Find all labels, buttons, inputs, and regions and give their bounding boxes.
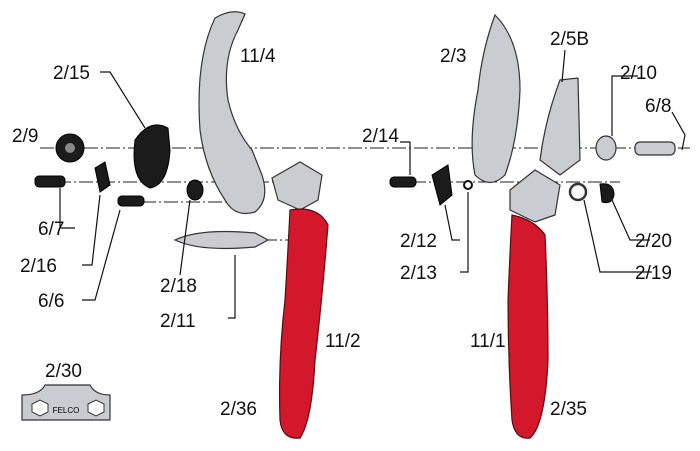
- leader-2-5B: [561, 49, 566, 83]
- label-2-20: 2/20: [635, 231, 672, 252]
- label-2-35: 2/35: [550, 399, 587, 420]
- right-anvil-head: [509, 169, 561, 223]
- left-anvil-head: [271, 161, 323, 211]
- label-2-5B: 2/5B: [550, 29, 589, 50]
- label-2-10: 2/10: [620, 63, 657, 84]
- left-handle-2-36: [278, 208, 329, 439]
- leader-2-13: [460, 192, 469, 273]
- leader-2-19: [583, 199, 652, 273]
- spring-catch-2-16: [94, 161, 111, 193]
- bushing-2-10: [595, 135, 617, 161]
- leader-2-12: [444, 204, 460, 241]
- wrench-hex-left: [31, 399, 49, 417]
- bolt-6-8: [634, 141, 676, 156]
- leader-2-16: [82, 194, 101, 266]
- leader-2-18: [179, 199, 191, 276]
- label-2-18: 2/18: [160, 276, 197, 297]
- leader-2-20: [611, 199, 650, 241]
- label-6-6: 6/6: [38, 291, 64, 312]
- leader-2-15: [100, 71, 146, 129]
- nut-2-20: [599, 183, 615, 204]
- label-2-16: 2/16: [20, 256, 57, 277]
- label-2-13: 2/13: [400, 263, 437, 284]
- label-2-3: 2/3: [440, 46, 466, 67]
- label-2-15: 2/15: [53, 63, 90, 84]
- label-2-9: 2/9: [12, 126, 38, 147]
- wrench-logo: FELCO: [53, 406, 80, 415]
- upper-blade-11-4: [198, 11, 266, 215]
- blade-2-3: [471, 13, 521, 184]
- wrench-hex-right: [87, 399, 105, 417]
- label-11-4: 11/4: [240, 46, 276, 67]
- right-handle-2-35: [507, 214, 549, 439]
- spring-2-11: [173, 230, 270, 250]
- anvil-2-5B: [539, 77, 581, 176]
- wheel-hub: [65, 143, 75, 153]
- label-2-14: 2/14: [362, 126, 399, 147]
- bolt-2-14: [389, 176, 417, 188]
- leader-2-10: [611, 75, 638, 136]
- label-2-12: 2/12: [400, 231, 437, 252]
- label-6-7: 6/7: [38, 219, 64, 240]
- label-6-8: 6/8: [645, 96, 671, 117]
- bolt-6-7: [34, 175, 66, 188]
- leader-6-8: [671, 111, 686, 151]
- label-2-19: 2/19: [635, 263, 672, 284]
- leader-2-11: [228, 255, 236, 319]
- centre-plate-2-15: [133, 124, 171, 189]
- bolt-6-6: [117, 195, 145, 207]
- label-2-36: 2/36: [220, 399, 257, 420]
- washer-2-13: [463, 180, 473, 190]
- leader-6-7: [59, 188, 75, 229]
- spring-catch-2-12: [431, 164, 453, 206]
- label-11-2: 11/2: [325, 331, 361, 352]
- leader-2-14: [400, 141, 411, 175]
- nut-2-18: [186, 179, 204, 201]
- label-11-1: 11/1: [470, 331, 506, 352]
- label-2-30: 2/30: [45, 361, 82, 382]
- leader-6-6: [82, 209, 121, 301]
- washer-2-19: [568, 182, 588, 202]
- label-2-11: 2/11: [160, 311, 196, 332]
